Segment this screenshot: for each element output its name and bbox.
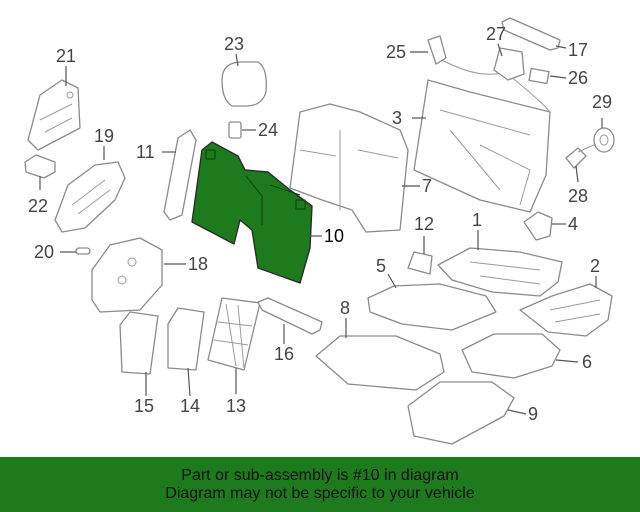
callout-4: 4 xyxy=(568,214,578,234)
callout-18: 18 xyxy=(188,254,208,274)
part-20-pin xyxy=(75,247,91,255)
callout-1: 1 xyxy=(472,210,482,230)
callout-28: 28 xyxy=(568,186,588,206)
callout-19: 19 xyxy=(94,126,114,146)
callout-10: 10 xyxy=(324,226,344,246)
callout-12: 12 xyxy=(414,214,434,234)
part-5-seat-cushion xyxy=(367,283,497,331)
callout-5: 5 xyxy=(376,256,386,276)
part-19-side-trim xyxy=(54,161,126,233)
callout-17: 17 xyxy=(568,40,588,60)
callout-14: 14 xyxy=(180,396,200,416)
part-9-cushion-pad xyxy=(407,381,515,445)
callout-7: 7 xyxy=(422,176,432,196)
part-29-washer xyxy=(593,127,615,153)
leader-lines xyxy=(39,43,603,415)
callout-25: 25 xyxy=(386,42,406,62)
info-banner: Part or sub-assembly is #10 in diagram D… xyxy=(0,457,640,512)
callout-21: 21 xyxy=(56,46,76,66)
part-14-back-pad xyxy=(167,307,205,371)
callout-3: 3 xyxy=(392,108,402,128)
part-27-bracket xyxy=(493,47,525,81)
part-17-strip xyxy=(501,17,561,51)
part-23-headrest xyxy=(221,61,267,107)
callout-23: 23 xyxy=(224,34,244,54)
callout-29: 29 xyxy=(592,92,612,112)
callout-6: 6 xyxy=(582,352,592,372)
parts-diagram: 21 22 20 19 18 11 23 24 15 14 13 16 10 7… xyxy=(24,17,615,445)
callout-8: 8 xyxy=(340,298,350,318)
callout-27: 27 xyxy=(486,24,506,44)
banner-line-2: Diagram may not be specific to your vehi… xyxy=(165,484,475,502)
part-2-seat-frame xyxy=(519,283,613,337)
callout-15: 15 xyxy=(134,396,154,416)
part-15-back-pad xyxy=(119,311,159,375)
banner-line-1: Part or sub-assembly is #10 in diagram xyxy=(181,466,459,484)
callout-20: 20 xyxy=(34,242,54,262)
part-6-seat-cushion xyxy=(461,333,561,379)
part-12-small-bracket xyxy=(407,251,433,275)
callout-9: 9 xyxy=(528,404,538,424)
callout-16: 16 xyxy=(274,344,294,364)
part-3-back-panel xyxy=(413,79,551,213)
callout-24: 24 xyxy=(258,120,278,140)
callout-11: 11 xyxy=(136,142,155,162)
part-21-bracket xyxy=(27,79,81,151)
part-4-bracket xyxy=(523,211,553,241)
part-26-clip xyxy=(528,67,550,85)
part-1-seat-frame xyxy=(437,247,563,297)
callout-numbers: 21 22 20 19 18 11 23 24 15 14 13 16 10 7… xyxy=(28,24,612,424)
part-7-back-frame xyxy=(289,103,409,233)
callout-26: 26 xyxy=(568,68,588,88)
part-10-seat-back xyxy=(191,141,313,284)
callout-22: 22 xyxy=(28,196,48,216)
part-18-side-panel xyxy=(91,237,163,313)
part-11-strip xyxy=(163,129,197,221)
part-16-rail xyxy=(257,297,323,335)
part-24-guide xyxy=(228,121,242,139)
part-28-bolt xyxy=(565,143,597,169)
part-8-cushion-pad xyxy=(315,335,445,391)
callout-13: 13 xyxy=(226,396,246,416)
part-13-mesh-frame xyxy=(207,297,261,371)
callout-2: 2 xyxy=(590,256,600,276)
